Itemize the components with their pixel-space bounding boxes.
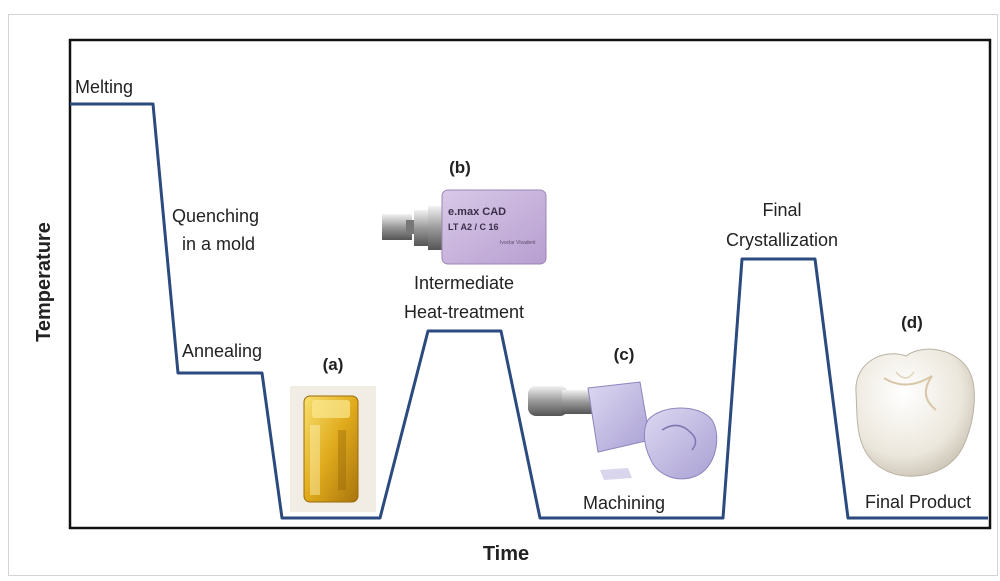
image-d-tag: (d): [901, 313, 923, 332]
step-annealing-label: Annealing: [182, 341, 262, 361]
block-brand-text: e.max CAD: [448, 206, 506, 218]
step-intermediate-label-2: Heat-treatment: [404, 302, 524, 322]
step-quenching-label-2: in a mold: [182, 234, 255, 254]
y-axis-label: Temperature: [33, 222, 55, 342]
cad-block-image: e.max CAD LT A2 / C 16 Ivoclar Vivadent: [382, 189, 547, 265]
image-b-tag: (b): [449, 158, 471, 177]
glass-ingot-image: [290, 386, 376, 512]
block-maker-text: Ivoclar Vivadent: [500, 240, 536, 246]
temperature-curve: [70, 102, 988, 520]
outer-frame: [8, 14, 998, 576]
step-final-cryst-label-1: Final: [762, 200, 801, 220]
crown-image: [855, 348, 975, 477]
image-c-tag: (c): [614, 345, 635, 364]
image-a-tag: (a): [323, 355, 344, 374]
plot-area: [68, 38, 992, 530]
step-intermediate-label-1: Intermediate: [414, 273, 514, 293]
step-machining-label: Machining: [583, 493, 665, 513]
step-final-product-label: Final Product: [865, 492, 971, 512]
block-shade-text: LT A2 / C 16: [448, 222, 499, 232]
step-final-cryst-label-2: Crystallization: [726, 230, 838, 250]
machined-block-image: [528, 381, 718, 480]
step-melting-label: Melting: [75, 77, 133, 97]
step-quenching-label-1: Quenching: [172, 206, 259, 226]
x-axis-label: Time: [483, 543, 529, 565]
